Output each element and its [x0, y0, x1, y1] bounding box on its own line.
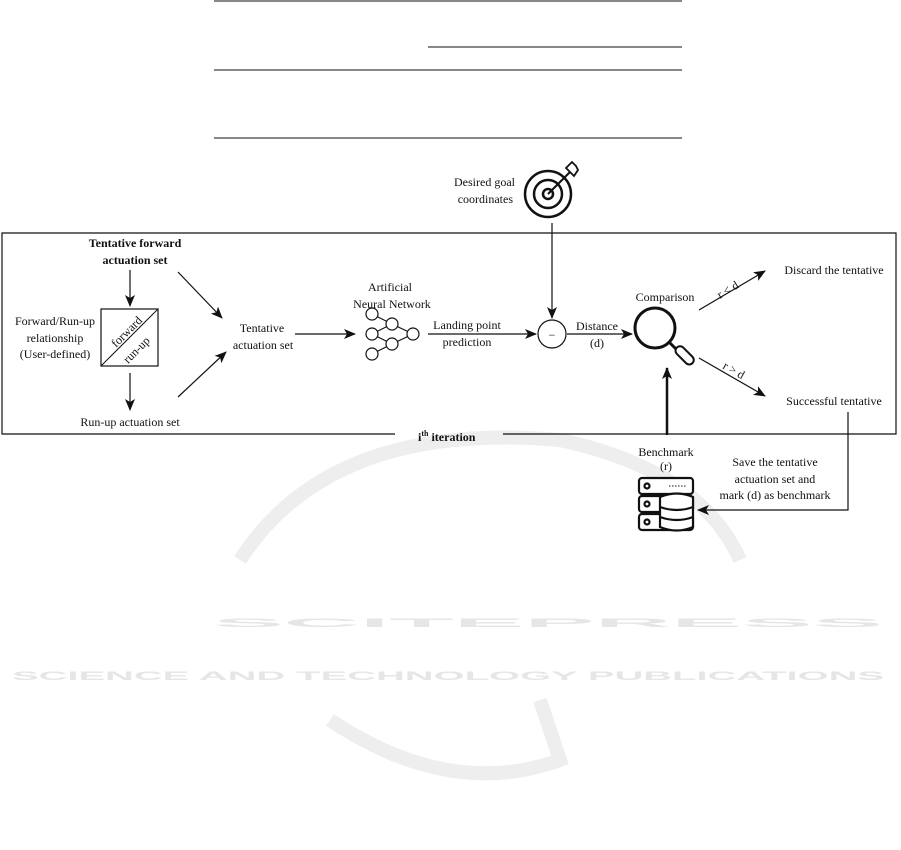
arrow-to-discard — [698, 270, 766, 311]
relationship-box: forward run-up — [100, 308, 159, 367]
table-rules — [214, 0, 682, 139]
goal-label-2: coordinates — [458, 192, 514, 206]
database-icon — [637, 476, 695, 532]
distance-label-1: Distance — [576, 319, 618, 333]
relationship-label-2: relationship — [27, 331, 84, 345]
target-icon — [523, 160, 580, 219]
watermark-title: SCITEPRESS — [213, 616, 883, 630]
ann-label-2: Neural Network — [353, 297, 431, 311]
landing-label-2: prediction — [443, 335, 492, 349]
comparison-label: Comparison — [636, 290, 695, 304]
benchmark-label-2: (r) — [660, 459, 672, 473]
tentative-set-label-2: actuation set — [233, 338, 294, 352]
tentative-forward-label-2: actuation set — [103, 253, 168, 267]
arrow-runup-to-tentative — [177, 351, 227, 398]
neural-network-icon — [365, 307, 420, 361]
iteration-label: ith iteration — [418, 429, 476, 444]
arrow-to-successful — [698, 357, 766, 397]
tentative-forward-label-1: Tentative forward — [89, 236, 182, 250]
watermark: SCITEPRESS SCIENCE AND TECHNOLOGY PUBLIC… — [12, 430, 884, 781]
magnifier-icon — [633, 306, 695, 366]
tentative-set-label-1: Tentative — [240, 321, 284, 335]
distance-label-2: (d) — [590, 336, 604, 350]
save-label-3: mark (d) as benchmark — [720, 488, 831, 502]
runup-set-label: Run-up actuation set — [80, 415, 180, 429]
successful-label: Successful tentative — [786, 394, 882, 408]
watermark-subtitle: SCIENCE AND TECHNOLOGY PUBLICATIONS — [12, 669, 884, 683]
benchmark-label-1: Benchmark — [638, 445, 693, 459]
ann-label-1: Artificial — [368, 280, 413, 294]
save-label-2: actuation set and — [735, 472, 816, 486]
subtract-node: − — [537, 319, 567, 349]
minus-sign: − — [549, 328, 556, 342]
iteration-frame: ith iteration — [1, 232, 897, 444]
relationship-label-3: (User-defined) — [20, 347, 90, 361]
arrow-forward-to-tentative — [177, 271, 223, 319]
r-less-d-label: r < d — [714, 278, 741, 302]
relationship-label-1: Forward/Run-up — [15, 314, 95, 328]
save-label-1: Save the tentative — [732, 455, 817, 469]
arrow-save-to-database — [697, 412, 849, 515]
landing-label-1: Landing point — [433, 318, 501, 332]
goal-label-1: Desired goal — [454, 175, 516, 189]
discard-label: Discard the tentative — [784, 263, 883, 277]
